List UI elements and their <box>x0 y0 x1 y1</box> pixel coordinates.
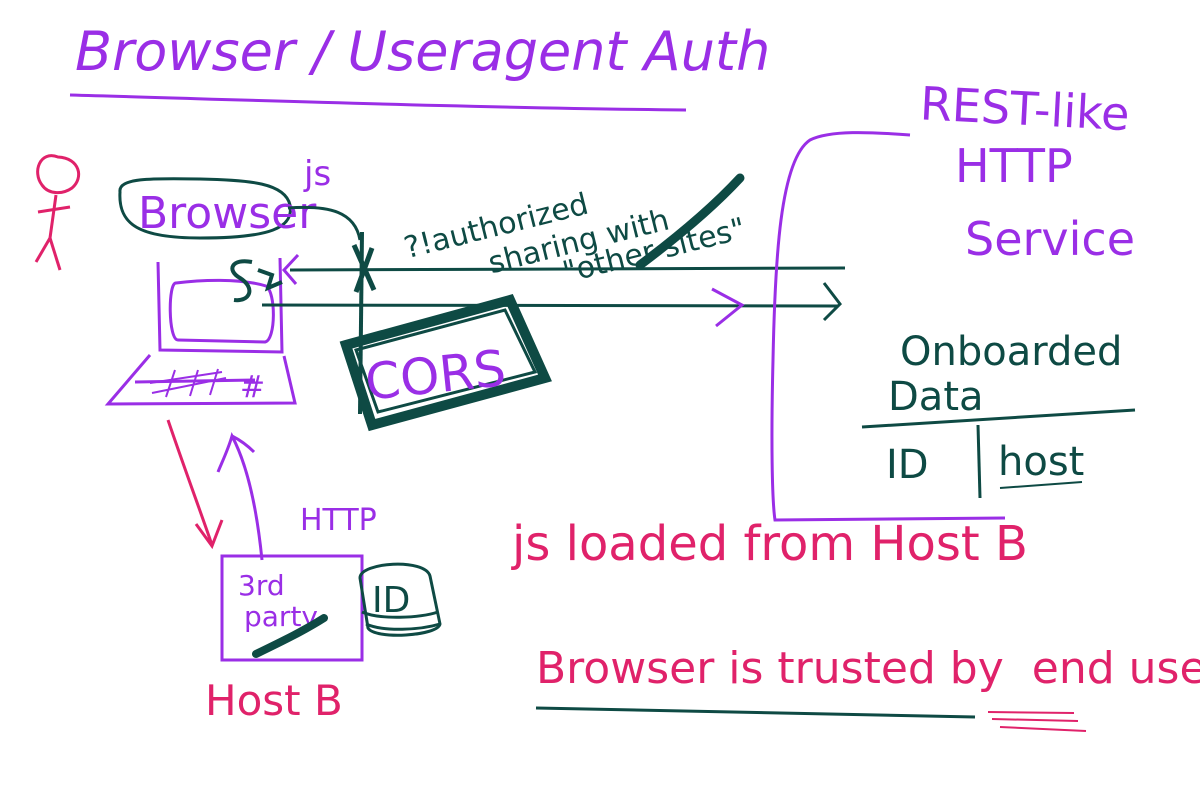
cors-gate-x <box>351 243 377 293</box>
request-arrowhead-left <box>281 253 300 285</box>
host-box-id: ID <box>372 580 410 621</box>
keyboard-label: # <box>240 370 265 405</box>
end-user-emphasis <box>987 711 1087 732</box>
stick-figure-icon <box>34 154 81 271</box>
browser-bubble <box>118 177 292 240</box>
service-boundary <box>770 131 1006 522</box>
trust-underline <box>535 706 976 719</box>
request-line-top <box>289 266 846 272</box>
arrowhead-purple <box>711 287 745 328</box>
http-label: HTTP <box>300 503 377 538</box>
keyboard-scribble <box>149 368 227 398</box>
sharing-note: ?!authorized sharing with "other sites" <box>401 187 749 291</box>
arrow-to-host <box>166 419 224 550</box>
js-connector <box>287 205 362 241</box>
onboarded-host-underline <box>999 481 1083 489</box>
cors-label: CORS <box>362 339 508 411</box>
js-loaded-note: js loaded from Host B <box>511 516 1028 572</box>
js-squiggle <box>230 259 283 303</box>
onboarded-col-id: ID <box>886 442 929 488</box>
cors-box <box>339 294 552 432</box>
onboarded-line2: Data <box>888 374 984 420</box>
trust-note-prefix: Browser is trusted by <box>536 643 1004 694</box>
host-b-caption: Host B <box>205 676 343 725</box>
title: Browser / Useragent Auth <box>75 20 770 83</box>
trust-note: Browser is trusted by end user <box>536 643 1200 694</box>
onboarded-column-rule <box>976 424 982 499</box>
service-line2: HTTP <box>955 139 1073 193</box>
onboarded-col-host: host <box>998 439 1084 485</box>
onboarded-line1: Onboarded <box>900 329 1122 375</box>
title-underline <box>69 93 687 112</box>
host-box-line1: 3rd <box>238 569 285 602</box>
host-box-strike <box>252 614 328 658</box>
arrowhead-teal <box>822 282 842 322</box>
host-b-box <box>220 554 364 662</box>
request-line-bottom <box>261 303 839 308</box>
service-line3: Service <box>965 212 1135 266</box>
trust-note-underlined: end user <box>1032 643 1200 694</box>
service-line1: REST-like <box>919 76 1131 141</box>
sharing-strike <box>635 173 745 270</box>
database-icon <box>358 562 442 637</box>
arrow-from-host <box>216 432 264 561</box>
onboarded-header-rule <box>861 408 1136 429</box>
browser-label: Browser <box>138 188 317 239</box>
js-label: js <box>303 154 331 194</box>
